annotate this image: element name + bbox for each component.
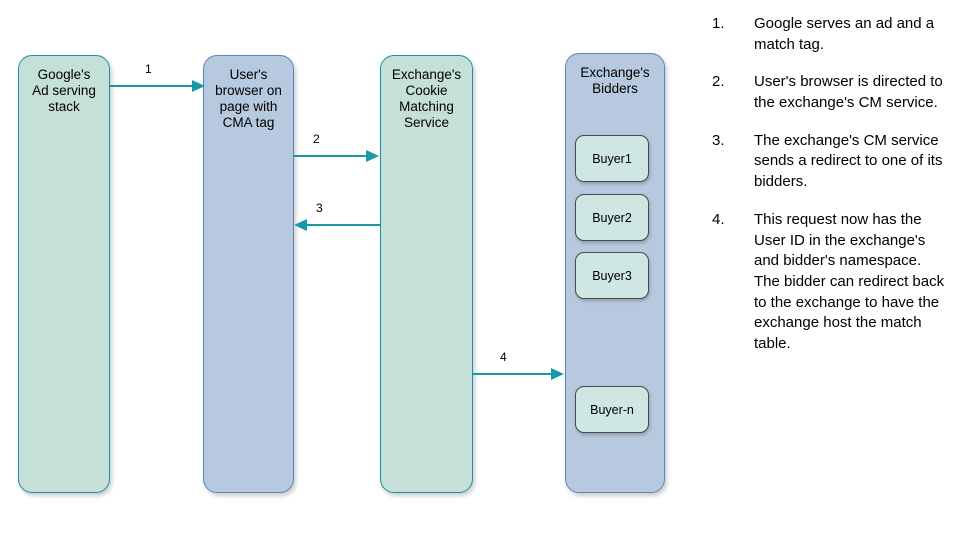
arrow-1-number: 1: [145, 62, 152, 76]
numbered-steps-list: 1. Google serves an ad and a match tag. …: [712, 14, 947, 372]
list-item: 4. This request now has the User ID in t…: [712, 210, 947, 355]
lane-bidders-label: Exchange's Bidders: [580, 65, 650, 96]
buyer-box-n[interactable]: Buyer-n: [575, 386, 649, 433]
arrow-4-line: [473, 373, 553, 376]
arrow-left-icon: [294, 218, 307, 231]
list-item: 3. The exchange's CM service sends a red…: [712, 131, 947, 193]
arrow-3-number: 3: [316, 201, 323, 215]
buyer-label: Buyer3: [592, 268, 632, 283]
lane-user-browser[interactable]: User's browser on page with CMA tag: [203, 55, 294, 493]
buyer-box-3[interactable]: Buyer3: [575, 252, 649, 299]
list-item-text: The exchange's CM service sends a redire…: [754, 131, 943, 191]
buyer-label: Buyer-n: [590, 402, 634, 417]
list-item: 1. Google serves an ad and a match tag.: [712, 14, 947, 55]
arrow-right-icon: [551, 367, 564, 380]
buyer-box-1[interactable]: Buyer1: [575, 135, 649, 182]
list-item-number: 3.: [712, 131, 725, 149]
arrow-4-number: 4: [500, 350, 507, 364]
list-item-number: 1.: [712, 15, 725, 32]
lane-exchange-cookie-matching-service[interactable]: Exchange's Cookie Matching Service: [380, 55, 473, 493]
lane-browser-label: User's browser on page with CMA tag: [215, 67, 282, 130]
list-item-number: 4.: [712, 210, 725, 228]
buyer-label: Buyer1: [592, 151, 632, 166]
lane-cms-label: Exchange's Cookie Matching Service: [391, 67, 462, 130]
list-item-number: 2.: [712, 73, 725, 91]
arrow-right-icon: [192, 79, 205, 92]
arrow-1-line: [110, 85, 194, 88]
lane-google-ad-serving-stack[interactable]: Google's Ad serving stack: [18, 55, 110, 493]
lane-google-label: Google's Ad serving stack: [32, 67, 96, 114]
buyer-label: Buyer2: [592, 210, 632, 225]
list-item-text: User's browser is directed to the exchan…: [754, 73, 943, 112]
arrow-right-icon: [366, 149, 379, 162]
list-item-text: This request now has the User ID in the …: [754, 210, 945, 352]
list-item: 2. User's browser is directed to the exc…: [712, 72, 947, 113]
arrow-3-line: [300, 224, 380, 227]
buyer-box-2[interactable]: Buyer2: [575, 194, 649, 241]
arrow-2-line: [294, 155, 368, 158]
list-item-text: Google serves an ad and a match tag.: [754, 15, 935, 53]
arrow-2-number: 2: [313, 132, 320, 146]
